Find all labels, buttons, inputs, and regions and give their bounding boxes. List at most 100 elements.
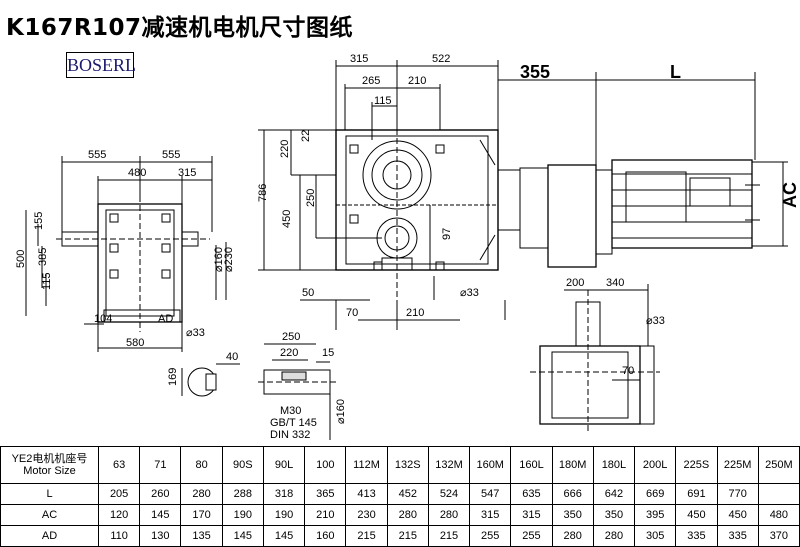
table-cell: 350 bbox=[551, 504, 594, 526]
dim-385: 385 bbox=[37, 248, 49, 266]
dim-104: 104 bbox=[94, 313, 112, 325]
dim-555-right: 555 bbox=[162, 149, 180, 161]
standard-din: DIN 332 bbox=[270, 429, 310, 441]
dim-340: 340 bbox=[606, 277, 624, 289]
row-label: AD bbox=[0, 525, 99, 547]
gearbox-side-view bbox=[335, 120, 499, 300]
table-cell: 305 bbox=[634, 525, 677, 547]
dim-115-top: 115 bbox=[374, 95, 392, 107]
table-cell: 280 bbox=[427, 504, 471, 526]
dim-70-bottom: 70 bbox=[622, 365, 634, 377]
motor-side-view bbox=[497, 159, 760, 268]
table-cell: 255 bbox=[510, 525, 553, 547]
thread-m30: M30 bbox=[280, 405, 301, 417]
table-cell: 288 bbox=[221, 483, 264, 505]
table-cell: 452 bbox=[386, 483, 429, 505]
motor-size-cell: 90L bbox=[262, 446, 306, 484]
table-cell: 145 bbox=[262, 525, 306, 547]
table-cell: 315 bbox=[510, 504, 553, 526]
table-cell: 669 bbox=[634, 483, 677, 505]
table-cell: 190 bbox=[221, 504, 264, 526]
table-cell: 642 bbox=[592, 483, 636, 505]
motor-size-cell: 250M bbox=[757, 446, 800, 484]
table-cell: 120 bbox=[97, 504, 141, 526]
table-cell: 635 bbox=[510, 483, 553, 505]
left-dimension-lines bbox=[258, 129, 506, 330]
table-cell: 335 bbox=[716, 525, 759, 547]
dim-50-main: 50 bbox=[302, 287, 314, 299]
gearbox-front-view bbox=[25, 156, 227, 352]
table-cell: 135 bbox=[180, 525, 223, 547]
table-cell: 547 bbox=[469, 483, 512, 505]
table-cell: 450 bbox=[716, 504, 759, 526]
table-cell: 215 bbox=[386, 525, 429, 547]
motor-size-cell: 225M bbox=[716, 446, 759, 484]
table-cell: 395 bbox=[634, 504, 677, 526]
dim-dia33-bottom: ⌀33 bbox=[646, 315, 665, 327]
motor-size-cell: 200L bbox=[634, 446, 677, 484]
motor-size-cell: 90S bbox=[221, 446, 264, 484]
dim-200: 200 bbox=[566, 277, 584, 289]
table-cell: 691 bbox=[675, 483, 718, 505]
row-label: L bbox=[0, 483, 99, 505]
dim-220-shaft: 220 bbox=[280, 347, 298, 359]
dim-786: 786 bbox=[257, 184, 269, 202]
table-cell: 480 bbox=[757, 504, 800, 526]
table-cell: 280 bbox=[180, 483, 223, 505]
dim-L: L bbox=[670, 62, 681, 82]
table-cell: 255 bbox=[469, 525, 512, 547]
dim-315-top: 315 bbox=[350, 53, 368, 65]
table-cell: 215 bbox=[427, 525, 471, 547]
dim-dia230: ⌀230 bbox=[223, 247, 235, 272]
table-cell: 280 bbox=[551, 525, 594, 547]
dim-315-front: 315 bbox=[178, 167, 196, 179]
table-cell: 770 bbox=[716, 483, 759, 505]
table-cell: 230 bbox=[345, 504, 388, 526]
dim-22: 22 bbox=[300, 130, 312, 142]
table-cell: 280 bbox=[592, 525, 636, 547]
table-cell: 350 bbox=[592, 504, 636, 526]
dim-dia160-shaft: ⌀160 bbox=[335, 399, 347, 424]
dim-70-main: 70 bbox=[346, 307, 358, 319]
dim-450: 450 bbox=[281, 210, 293, 228]
table-cell: 190 bbox=[262, 504, 306, 526]
table-cell: 160 bbox=[304, 525, 347, 547]
dim-dia160: ⌀160 bbox=[213, 247, 225, 272]
motor-size-cell: 80 bbox=[180, 446, 223, 484]
dim-220: 220 bbox=[279, 140, 291, 158]
dim-580: 580 bbox=[126, 337, 144, 349]
table-cell: 280 bbox=[386, 504, 429, 526]
table-cell: 215 bbox=[345, 525, 388, 547]
motor-size-cell: 225S bbox=[675, 446, 718, 484]
table-cell bbox=[757, 483, 800, 505]
dim-555-left: 555 bbox=[88, 149, 106, 161]
table-cell: 524 bbox=[427, 483, 471, 505]
shaft-key-detail bbox=[181, 363, 240, 397]
table-cell: 413 bbox=[345, 483, 388, 505]
drawing-title: K167R107减速机电机尺寸图纸 bbox=[6, 15, 354, 41]
dim-155: 155 bbox=[33, 212, 45, 230]
shaft-end-detail bbox=[258, 343, 336, 440]
motor-size-cell: 71 bbox=[139, 446, 182, 484]
table-cell: 370 bbox=[757, 525, 800, 547]
standard-gbt: GB/T 145 bbox=[270, 417, 317, 429]
table-cell: 210 bbox=[304, 504, 347, 526]
table-cell: 315 bbox=[469, 504, 512, 526]
top-dimension-lines bbox=[335, 60, 788, 247]
dim-500: 500 bbox=[15, 250, 27, 268]
table-cell: 145 bbox=[221, 525, 264, 547]
table-cell: 145 bbox=[139, 504, 182, 526]
dim-480: 480 bbox=[128, 167, 146, 179]
dim-15: 15 bbox=[322, 347, 334, 359]
dim-dia33-front: ⌀33 bbox=[186, 327, 205, 339]
dim-250-shaft: 250 bbox=[282, 331, 300, 343]
dim-dia33-main: ⌀33 bbox=[460, 287, 479, 299]
motor-size-cell: 63 bbox=[97, 446, 141, 484]
dim-210-bottom: 210 bbox=[406, 307, 424, 319]
dim-169: 169 bbox=[167, 368, 179, 386]
dim-40: 40 bbox=[226, 351, 238, 363]
